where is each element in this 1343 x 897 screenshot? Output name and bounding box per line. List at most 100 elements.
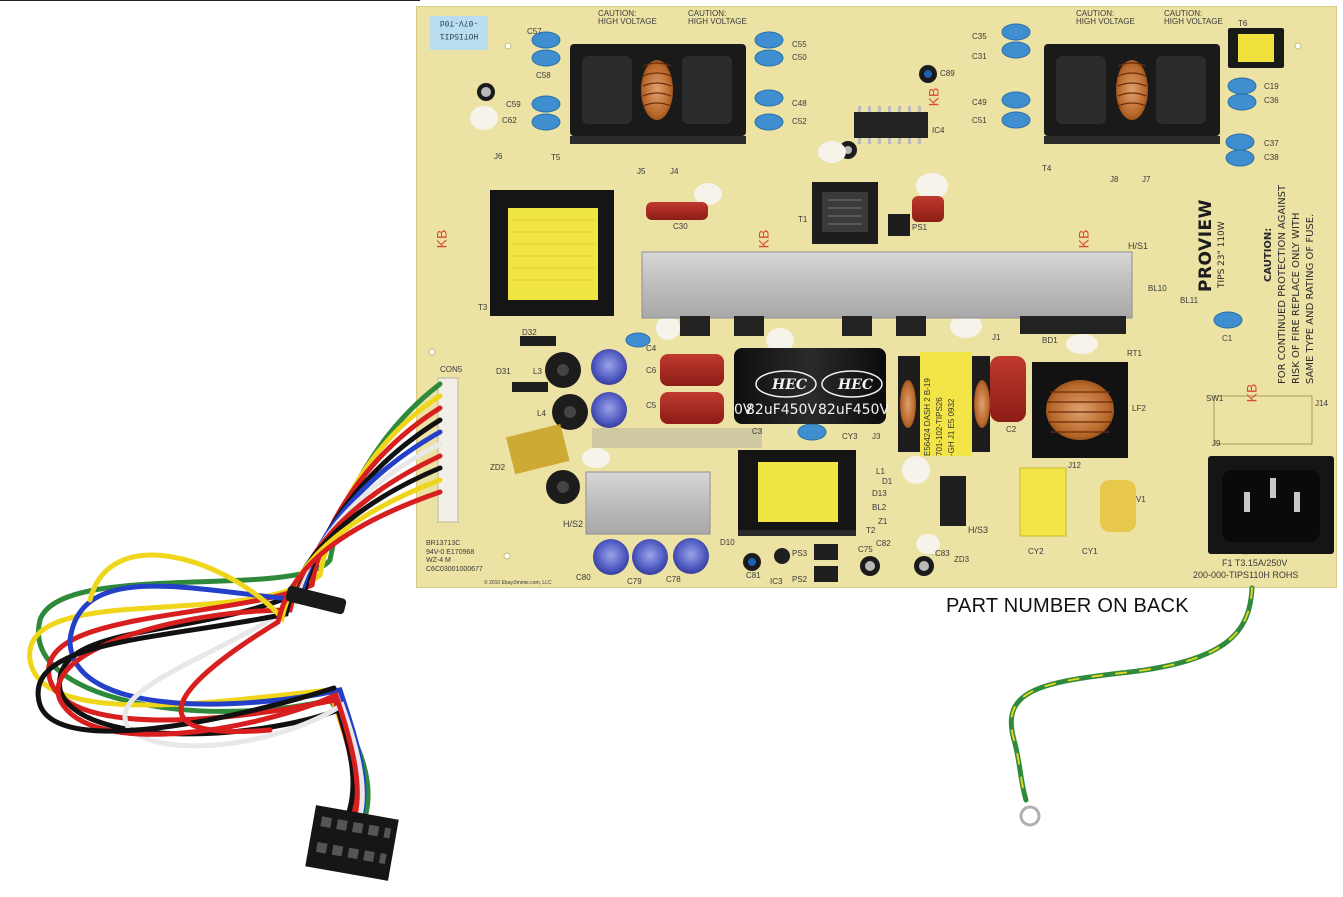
ref-c55: C55 [792, 40, 807, 49]
hec-brand-1: HEC [771, 377, 807, 393]
board-part-number: 200-000-TIPS110H ROHS [1193, 570, 1299, 580]
ground-wire [1008, 585, 1255, 827]
line-filter-lf2 [1032, 362, 1128, 458]
warning-2: CAUTION: HIGH VOLTAGE [688, 10, 747, 26]
warning-1-line2: HIGH VOLTAGE [598, 17, 657, 26]
ref-c2: C2 [1006, 425, 1017, 434]
mounting-holes [428, 42, 1302, 560]
ref-c80: C80 [576, 573, 591, 582]
ref-c81: C81 [746, 571, 761, 580]
ref-j14: J14 [1315, 399, 1328, 408]
power-transistors [680, 316, 1126, 336]
ref-c19: C19 [1264, 82, 1279, 91]
ref-c62: C62 [502, 116, 517, 125]
ref-t2: T2 [866, 526, 876, 535]
capacitor-value-partial: 0V [734, 402, 753, 418]
ref-c1: C1 [1222, 334, 1233, 343]
caution-line-2: RISK OF FIRE REPLACE ONLY WITH [1291, 212, 1302, 384]
ref-t3: T3 [478, 303, 488, 312]
warning-1-line1: CAUTION: [598, 9, 637, 18]
kb-mark-3: KB [755, 229, 772, 249]
ref-c83: C83 [935, 549, 950, 558]
ref-c6: C6 [646, 366, 657, 375]
ref-j3: J3 [872, 432, 881, 441]
ref-c31: C31 [972, 52, 987, 61]
ref-rt1: RT1 [1127, 349, 1142, 358]
left-inductors [545, 352, 588, 504]
caution-line-3: SAME TYPE AND RATING OF FUSE. [1305, 213, 1316, 384]
ref-cy1: CY1 [1082, 547, 1098, 556]
ref-c59: C59 [506, 100, 521, 109]
fuse-rating: F1 T3.15A/250V [1222, 558, 1288, 568]
board-sticker: HOTI5dI1 -07V-T0d [430, 16, 488, 50]
ref-l3: L3 [533, 367, 542, 376]
ul-block: BR13713C 94V-0 E170968 WZ-4 M C6C0300100… [426, 540, 483, 574]
ref-ic4: IC4 [932, 126, 945, 135]
ref-c89: C89 [940, 69, 955, 78]
ref-j9: J9 [1212, 439, 1221, 448]
ref-c52: C52 [792, 117, 807, 126]
ref-c58: C58 [536, 71, 551, 80]
transformer-t4 [1044, 44, 1220, 144]
ref-c38: C38 [1264, 153, 1279, 162]
ref-c48: C48 [792, 99, 807, 108]
wire-plug [305, 805, 399, 881]
label-con5: CON5 [440, 365, 463, 374]
kb-mark-5: KB [1243, 383, 1260, 403]
ref-c50: C50 [792, 53, 807, 62]
ref-t6: T6 [1238, 19, 1248, 28]
ref-c36: C36 [1264, 96, 1279, 105]
ul-line-1: BR13713C [426, 540, 461, 547]
warning-3-line2: HIGH VOLTAGE [1076, 17, 1135, 26]
warning-4-line2: HIGH VOLTAGE [1164, 17, 1223, 26]
ref-c75: C75 [858, 545, 873, 554]
red-film-capacitors [646, 196, 1026, 424]
ref-j4: J4 [670, 167, 679, 176]
warning-1: CAUTION: HIGH VOLTAGE [598, 10, 657, 26]
ref-ps2: PS2 [792, 575, 808, 584]
ref-j8: J8 [1110, 175, 1119, 184]
warning-2-line1: CAUTION: [688, 9, 727, 18]
ref-c4: C4 [646, 344, 657, 353]
ps1-chip [888, 214, 910, 236]
ref-c37: C37 [1264, 139, 1279, 148]
bulk-capacitors: HEC HEC 82uF450V 82uF450V 0V [734, 348, 889, 424]
ref-d13: D13 [872, 489, 887, 498]
wire-harness [27, 381, 443, 837]
ref-c35: C35 [972, 32, 987, 41]
ref-j6: J6 [494, 152, 503, 161]
ref-ps1: PS1 [912, 223, 928, 232]
ref-c3: C3 [752, 427, 763, 436]
caution-title: CAUTION: [1263, 227, 1274, 282]
ref-c30: C30 [673, 222, 688, 231]
ref-zd3: ZD3 [954, 555, 970, 564]
ac-inlet-j9 [1208, 456, 1334, 554]
transformer-t2 [738, 450, 856, 536]
blurred-area [592, 428, 762, 448]
hec-brand-2: HEC [837, 377, 873, 393]
transformer-t3 [490, 190, 614, 316]
blue-ceramic-capacitors [531, 23, 1257, 441]
ref-bl10: BL10 [1148, 284, 1167, 293]
glue-blobs [470, 106, 1098, 554]
ref-t1: T1 [798, 215, 808, 224]
ref-j12: J12 [1068, 461, 1081, 470]
ref-bd1: BD1 [1042, 336, 1058, 345]
warning-2-line2: HIGH VOLTAGE [688, 17, 747, 26]
heatsink-hs1 [641, 251, 1133, 319]
kb-mark-2: KB [433, 229, 450, 249]
ref-c5: C5 [646, 401, 657, 410]
yellow-ceramic [1100, 480, 1136, 532]
warning-4: CAUTION: HIGH VOLTAGE [1164, 10, 1223, 26]
ref-j7: J7 [1142, 175, 1151, 184]
transformer-t1 [812, 182, 878, 244]
kb-mark-1: KB [925, 87, 942, 107]
misc-small-parts [512, 336, 966, 582]
ref-d31: D31 [496, 367, 511, 376]
ic4-chip [854, 106, 928, 144]
connector-con5 [437, 377, 459, 523]
ref-c78: C78 [666, 575, 681, 584]
ref-l4: L4 [537, 409, 546, 418]
